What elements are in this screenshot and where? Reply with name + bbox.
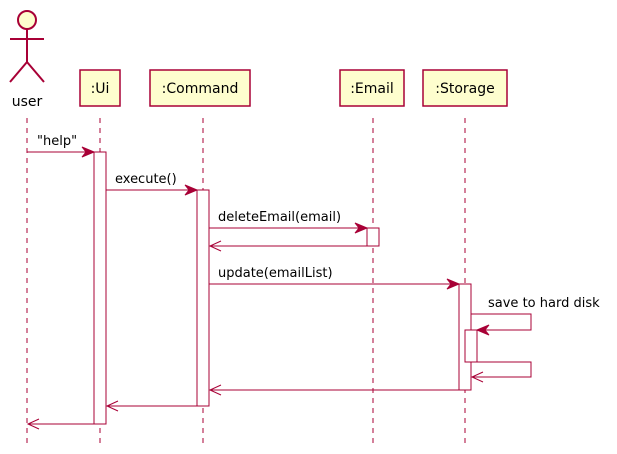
open-arrow-icon	[208, 240, 222, 252]
activation-command	[196, 189, 210, 407]
participant-ui: :Ui	[79, 69, 121, 107]
actor-label: user	[12, 94, 43, 110]
arrow-head-icon	[475, 324, 490, 336]
message-return-email	[208, 240, 367, 252]
participant-storage: :Storage	[422, 69, 508, 107]
message-return-storage	[208, 384, 459, 396]
participant-email: :Email	[339, 69, 405, 107]
activation-ui	[93, 151, 107, 425]
open-arrow-icon	[26, 418, 40, 430]
participant-label: :Email	[350, 81, 394, 97]
stick-figure-icon	[9, 10, 45, 83]
participant-label: :Storage	[435, 81, 495, 97]
message-help: "help"	[27, 134, 96, 158]
open-arrow-icon	[105, 400, 119, 412]
message-label: update(emailList)	[218, 266, 333, 281]
arrow-head-icon	[184, 184, 199, 196]
message-delete-email: deleteEmail(email)	[209, 210, 369, 234]
activation-email	[366, 227, 380, 247]
message-label: execute()	[115, 172, 177, 187]
message-label: save to hard disk	[488, 296, 600, 311]
arrow-head-icon	[81, 146, 96, 158]
actor-user: user	[9, 10, 45, 110]
message-save-to-hard-disk: save to hard disk	[471, 296, 600, 336]
message-self-return	[470, 361, 532, 383]
participant-command: :Command	[149, 69, 251, 107]
open-arrow-icon	[208, 384, 222, 396]
message-return-ui	[26, 418, 94, 430]
message-update: update(emailList)	[209, 266, 461, 290]
activation-storage-nested	[464, 329, 478, 363]
arrow-head-icon	[446, 278, 461, 290]
participant-label: :Ui	[91, 81, 110, 97]
participant-label: :Command	[162, 81, 239, 97]
message-execute: execute()	[106, 172, 199, 196]
open-arrow-icon	[470, 371, 484, 383]
message-return-command	[105, 400, 197, 412]
message-label: "help"	[37, 134, 77, 149]
message-label: deleteEmail(email)	[218, 210, 341, 225]
arrow-head-icon	[354, 222, 369, 234]
